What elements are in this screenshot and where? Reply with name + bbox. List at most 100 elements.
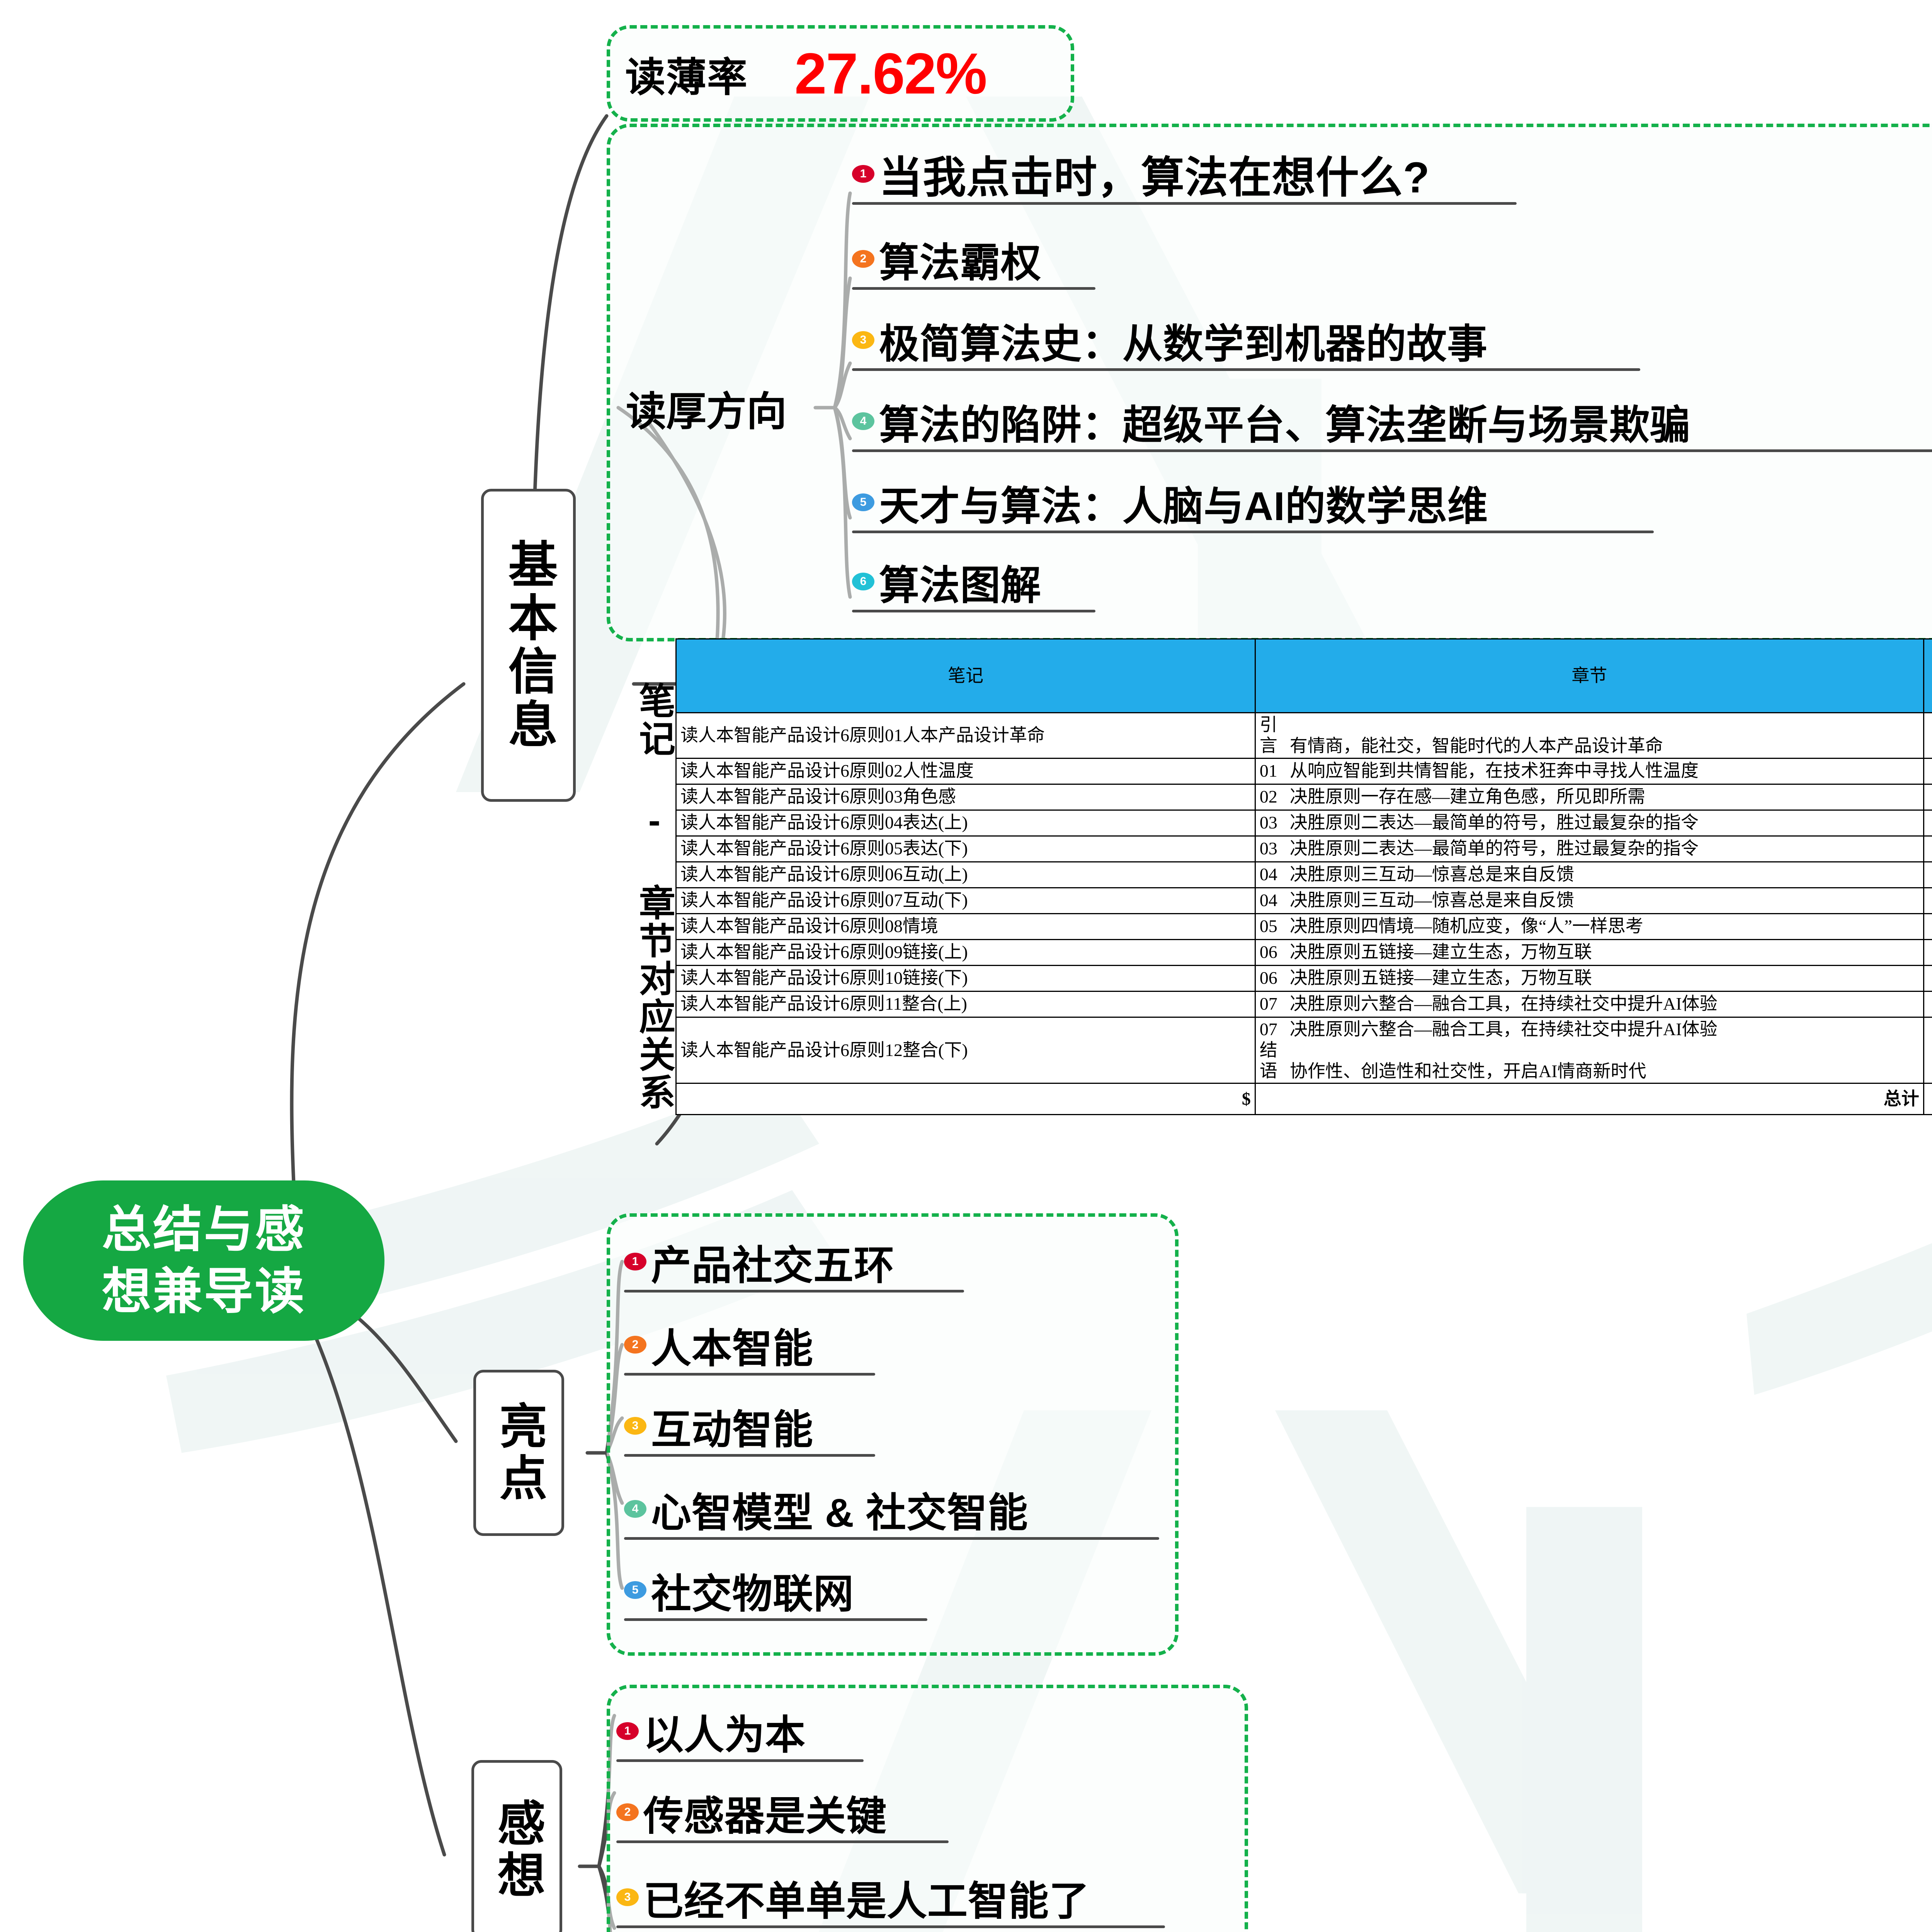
cell-words: 2841 xyxy=(1923,939,1932,966)
cell-note: 读人本智能产品设计6原则09链接(上) xyxy=(675,939,1256,966)
thicken-item-label: 当我点击时，算法在想什么? xyxy=(879,153,1430,202)
thicken-item-label: 算法的陷阱：超级平台、算法垄断与场景欺骗 xyxy=(879,403,1691,448)
footer-total-label: 总计 xyxy=(1254,1083,1924,1116)
item-number-badge: 5 xyxy=(624,1581,646,1599)
highlight-item-label: 心智模型 & 社交智能 xyxy=(651,1490,1028,1536)
table-header-row: 笔记 章节 字数 发布日期 2026 xyxy=(675,638,1932,713)
table-row: 读人本智能产品设计6原则10链接(下)06决胜原则五链接—建立生态，万物互联23… xyxy=(675,964,1932,992)
cell-words: 2682 xyxy=(1923,1016,1932,1084)
thicken-item-4[interactable]: 4 算法的陷阱：超级平台、算法垄断与场景欺骗 xyxy=(852,390,1932,452)
cell-words: 2753 xyxy=(1923,990,1932,1018)
item-underline xyxy=(624,1537,1159,1540)
table-body: 读人本智能产品设计6原则01人本产品设计革命引言有情商，能社交，智能时代的人本产… xyxy=(675,712,1932,1084)
cell-words: 2774 xyxy=(1923,757,1932,785)
item-underline xyxy=(616,1759,864,1762)
cell-note: 读人本智能产品设计6原则01人本产品设计革命 xyxy=(675,712,1256,759)
table-row: 读人本智能产品设计6原则01人本产品设计革命引言有情商，能社交，智能时代的人本产… xyxy=(675,712,1932,759)
highlight-item-1[interactable]: 1 产品社交五环 xyxy=(624,1231,1165,1293)
table-row: 读人本智能产品设计6原则08情境05决胜原则四情境—随机应变，像“人”一样思考2… xyxy=(675,913,1932,940)
thought-item-label: 传感器是关键 xyxy=(643,1794,887,1839)
footer-total-value: 35904 xyxy=(1923,1083,1932,1116)
item-underline xyxy=(852,287,1095,290)
item-underline xyxy=(624,1454,875,1457)
cell-note: 读人本智能产品设计6原则03角色感 xyxy=(675,783,1256,811)
table-row: 读人本智能产品设计6原则07互动(下)04决胜原则三互动—惊喜总是来自反馈312… xyxy=(675,887,1932,914)
thicken-item-6[interactable]: 6 算法图解 xyxy=(852,551,1932,612)
branch-highlights[interactable]: 亮点 xyxy=(473,1370,564,1536)
cell-note: 读人本智能产品设计6原则06互动(上) xyxy=(675,861,1256,888)
footer-left-marker: $ xyxy=(675,1083,1256,1116)
item-number-badge: 5 xyxy=(852,493,874,511)
thought-item-1[interactable]: 1 以人为本 xyxy=(616,1700,1196,1762)
cell-words: 4454 xyxy=(1923,783,1932,811)
cell-chapter: 引言有情商，能社交，智能时代的人本产品设计革命 xyxy=(1254,712,1924,759)
cell-words: 3122 xyxy=(1923,887,1932,914)
read-rate-label: 读薄率 xyxy=(625,55,748,100)
read-rate-node[interactable]: 读薄率 27.62% xyxy=(607,25,1074,122)
cell-note: 读人本智能产品设计6原则05表达(下) xyxy=(675,835,1256,862)
cell-note: 读人本智能产品设计6原则11整合(上) xyxy=(675,990,1256,1018)
branch-basic-info[interactable]: 基本信息 xyxy=(481,489,576,802)
thicken-direction-label: 读厚方向 xyxy=(626,389,787,434)
root-line-2: 想兼导读 xyxy=(102,1264,306,1319)
item-number-badge: 4 xyxy=(852,412,874,430)
highlight-item-3[interactable]: 3 互动智能 xyxy=(624,1395,1165,1457)
cell-words: 2543 xyxy=(1923,809,1932,837)
highlight-item-4[interactable]: 4 心智模型 & 社交智能 xyxy=(624,1478,1165,1540)
cell-note: 读人本智能产品设计6原则10链接(下) xyxy=(675,964,1256,992)
cell-note: 读人本智能产品设计6原则02人性温度 xyxy=(675,757,1256,785)
item-underline xyxy=(624,1373,875,1376)
notes-chapter-table: 笔记 章节 字数 发布日期 2026 读人本智能产品设计6原则01人本产品设计革… xyxy=(675,638,1932,1116)
highlight-item-label: 互动智能 xyxy=(651,1407,814,1452)
item-underline xyxy=(616,1925,1165,1928)
thicken-item-5[interactable]: 5 天才与算法：人脑与AI的数学思维 xyxy=(852,471,1932,533)
table-row: 读人本智能产品设计6原则03角色感02决胜原则一存在感—建立角色感，所见即所需4… xyxy=(675,783,1932,811)
branch-thoughts[interactable]: 感想 xyxy=(471,1760,562,1932)
item-underline xyxy=(852,531,1654,533)
cell-note: 读人本智能产品设计6原则08情境 xyxy=(675,913,1256,940)
item-number-badge: 3 xyxy=(616,1888,639,1906)
cell-words: 3010 xyxy=(1923,861,1932,888)
root-node[interactable]: 总结与感 想兼导读 xyxy=(23,1180,384,1341)
cell-note: 读人本智能产品设计6原则12整合(下) xyxy=(675,1016,1256,1084)
thicken-item-label: 极简算法史：从数学到机器的故事 xyxy=(879,321,1488,367)
item-number-badge: 3 xyxy=(852,331,874,349)
item-number-badge: 1 xyxy=(852,165,874,183)
item-number-badge: 2 xyxy=(616,1803,639,1821)
thicken-item-1[interactable]: 1 当我点击时，算法在想什么? xyxy=(852,143,1932,205)
table-footer-row: $ 总计 35904 $ xyxy=(675,1083,1932,1116)
item-number-badge: 4 xyxy=(624,1500,646,1518)
root-line-1: 总结与感 xyxy=(102,1202,306,1257)
col-header-chapter: 章节 xyxy=(1254,638,1924,713)
col-header-note: 笔记 xyxy=(675,638,1256,713)
item-underline xyxy=(852,368,1640,371)
thicken-item-3[interactable]: 3 极简算法史：从数学到机器的故事 xyxy=(852,309,1932,371)
thought-item-3[interactable]: 3 已经不单单是人工智能了 xyxy=(616,1866,1196,1928)
table-row: 读人本智能产品设计6原则06互动(上)04决胜原则三互动—惊喜总是来自反馈301… xyxy=(675,861,1932,888)
table-row: 读人本智能产品设计6原则09链接(上)06决胜原则五链接—建立生态，万物互联28… xyxy=(675,939,1932,966)
item-underline xyxy=(624,1618,927,1621)
thicken-item-label: 算法图解 xyxy=(879,563,1042,608)
highlight-item-5[interactable]: 5 社交物联网 xyxy=(624,1559,1165,1621)
highlight-item-2[interactable]: 2 人本智能 xyxy=(624,1314,1165,1376)
item-number-badge: 1 xyxy=(624,1253,646,1270)
thought-item-2[interactable]: 2 传感器是关键 xyxy=(616,1781,1196,1843)
thicken-item-2[interactable]: 2 算法霸权 xyxy=(852,228,1932,290)
highlight-item-label: 人本智能 xyxy=(651,1326,814,1371)
cell-words: 2930 xyxy=(1923,712,1932,759)
item-underline xyxy=(852,610,1095,612)
read-rate-value: 27.62% xyxy=(794,41,987,106)
cell-words: 2945 xyxy=(1923,913,1932,940)
